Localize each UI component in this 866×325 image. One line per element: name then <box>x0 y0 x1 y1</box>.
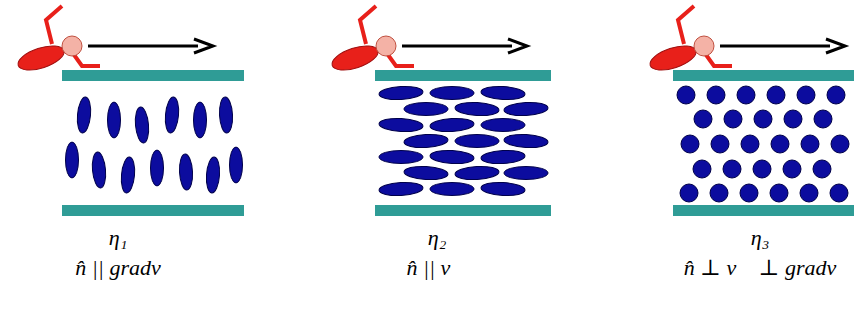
top-plate <box>673 70 854 81</box>
viscosity-label: η₁ <box>109 226 128 250</box>
velocity-arrow <box>88 39 213 53</box>
top-plate <box>62 70 244 81</box>
bottom-plate <box>375 205 551 216</box>
viscosity-label: η₂ <box>428 226 447 250</box>
top-plate <box>375 70 551 81</box>
orientation-label: n̂ || v⃗ <box>407 256 468 280</box>
bottom-plate <box>62 205 244 216</box>
molecules-vertical <box>66 97 243 194</box>
viscosity-label: η₃ <box>751 226 770 250</box>
molecules-end-on <box>677 86 849 202</box>
swimmer-figure <box>647 6 732 75</box>
bottom-plate <box>673 205 854 216</box>
swimmer-figure <box>329 6 414 75</box>
velocity-arrow <box>402 39 527 53</box>
velocity-arrow <box>720 39 845 53</box>
molecules-horizontal <box>379 85 549 196</box>
orientation-label: n̂ ⊥ v⃗ ⊥ gradv <box>684 256 837 280</box>
orientation-label: n̂ || gradv <box>75 256 160 280</box>
swimmer-figure <box>15 6 100 75</box>
